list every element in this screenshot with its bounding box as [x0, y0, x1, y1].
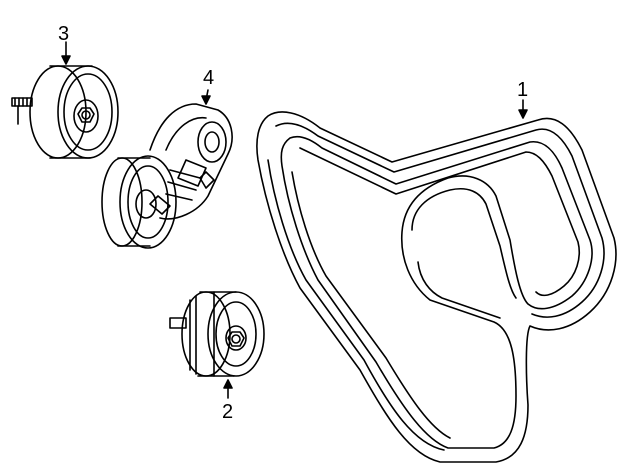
callout-4-label: 4: [203, 67, 215, 89]
callout-1-leader: [518, 99, 528, 119]
serpentine-belt: [256, 111, 617, 463]
callout-2-leader: [223, 379, 233, 399]
callout-3-leader: [61, 41, 71, 65]
belt-tensioner: [101, 103, 233, 249]
callout-4-leader: [201, 89, 211, 105]
idler-pulley-upper: [11, 65, 119, 159]
callout-1-label: 1: [517, 79, 529, 101]
callout-2-label: 2: [222, 401, 234, 423]
idler-pulley-lower: [169, 291, 265, 377]
callout-3-label: 3: [58, 23, 70, 45]
